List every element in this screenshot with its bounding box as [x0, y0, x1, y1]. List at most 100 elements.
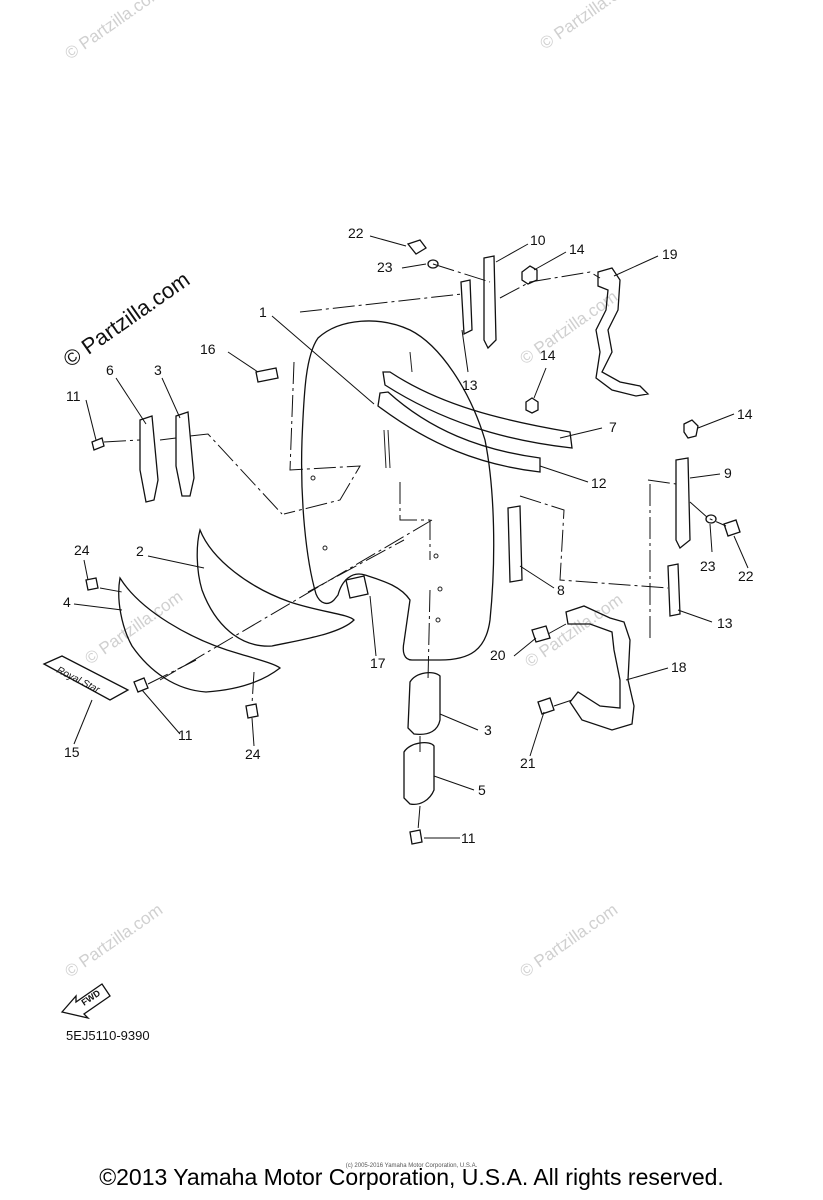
emblem-15: Royal Star [42, 655, 130, 701]
watermark-text: © Partzilla.com [61, 900, 166, 981]
stay-18 [565, 605, 635, 731]
assembly-line [647, 479, 677, 485]
callout-23: 23 [700, 558, 716, 574]
bracket-13-upper [460, 279, 473, 336]
callout-6: 6 [106, 362, 114, 378]
callout-2: 2 [136, 543, 144, 559]
screw-24-upper [85, 577, 99, 591]
assembly-line [299, 293, 463, 313]
plate-3-left [175, 411, 195, 497]
windshield-slot [409, 351, 413, 373]
screw-11-lower [133, 677, 149, 693]
bolt-21 [537, 697, 555, 715]
watermark-main: © Partzilla.com [59, 267, 195, 373]
callout-15: 15 [64, 744, 80, 760]
watermark-group: © Partzilla.com © Partzilla.com © Partzi… [61, 0, 641, 981]
assembly-line [159, 437, 177, 441]
callout-13: 13 [717, 615, 733, 631]
fwd-arrow-icon: FWD [60, 983, 111, 1020]
bracket-10 [483, 255, 497, 350]
windshield-hole [433, 553, 439, 559]
callout-11: 11 [66, 388, 81, 404]
screw-11-left [91, 437, 105, 451]
plate-5 [403, 741, 435, 806]
watermark-text: © Partzilla.com [536, 0, 641, 53]
tiny-notice: (c) 2005-2016 Yamaha Motor Corporation, … [345, 1163, 478, 1169]
sticker-16 [255, 367, 279, 383]
callout-18: 18 [671, 659, 687, 675]
callout-3: 3 [154, 362, 162, 378]
emblem-text: Royal Star [55, 665, 102, 696]
nut-14-upper [521, 265, 538, 285]
callout-20: 20 [490, 647, 506, 663]
callout-9: 9 [724, 465, 732, 481]
windshield-part [300, 320, 495, 661]
washer-23-upper [427, 259, 439, 269]
screw-11-bottom [409, 829, 423, 845]
piece-17 [345, 575, 369, 599]
watermark-text: © Partzilla.com [61, 0, 166, 63]
callout-1: 1 [259, 304, 267, 320]
windshield-slot [383, 429, 391, 469]
assembly-line [417, 805, 421, 831]
cowl-2 [196, 527, 355, 647]
watermark-text: © Partzilla.com [516, 900, 621, 981]
bolt-22-upper [406, 239, 427, 255]
assembly-line [251, 671, 255, 705]
cowl-4 [118, 576, 282, 693]
assembly-line [519, 495, 669, 589]
callout-14: 14 [540, 347, 556, 363]
fwd-label: FWD [80, 988, 103, 1008]
screw-24-lower [245, 703, 259, 719]
callout-3: 3 [484, 722, 492, 738]
assembly-line [147, 659, 197, 685]
stay-19 [595, 267, 650, 397]
callout-16: 16 [200, 341, 216, 357]
copyright-notice: ©2013 Yamaha Motor Corporation, U.S.A. A… [99, 1164, 724, 1190]
watermark-text: © Partzilla.com [516, 287, 621, 368]
callout-24: 24 [74, 542, 90, 558]
assembly-line [307, 539, 405, 593]
bolt-22-right [723, 519, 741, 537]
diagram-code: 5EJ5110-9390 [66, 1028, 150, 1043]
assembly-line [427, 589, 431, 681]
assembly-line [689, 501, 727, 527]
bracket-bar-7 [382, 371, 573, 449]
washer-23-right [705, 514, 717, 524]
callout-19: 19 [662, 246, 678, 262]
callout-10: 10 [530, 232, 546, 248]
windshield-hole [322, 545, 328, 551]
callout-22: 22 [348, 225, 364, 241]
callout-13: 13 [462, 377, 478, 393]
assembly-line [499, 271, 601, 299]
callout-22: 22 [738, 568, 754, 584]
callout-labels: 1 2 3 3 4 5 6 7 8 9 10 11 11 11 12 13 13… [63, 225, 754, 846]
watermark-text: © Partzilla.com [81, 587, 186, 668]
assembly-line [399, 482, 431, 560]
callout-12: 12 [591, 475, 607, 491]
assembly-line [283, 361, 361, 515]
plate-6 [139, 415, 159, 503]
windshield-hole [435, 617, 441, 623]
assembly-line [553, 699, 573, 707]
callout-24: 24 [245, 746, 261, 762]
bracket-bar-12 [377, 391, 541, 473]
nut-14-middle [525, 397, 539, 414]
plate-3-lower [407, 671, 441, 736]
assembly-line [159, 519, 433, 681]
callout-11: 11 [178, 727, 193, 743]
assembly-line [103, 439, 141, 443]
windshield-hole [310, 475, 316, 481]
nut-14-right [683, 419, 699, 439]
assembly-line [432, 263, 491, 283]
bolt-20 [531, 625, 551, 643]
callout-14: 14 [569, 241, 585, 257]
callout-23: 23 [377, 259, 393, 275]
callout-7: 7 [609, 419, 617, 435]
bracket-13-lower [667, 563, 681, 617]
callout-5: 5 [478, 782, 486, 798]
assembly-line [189, 433, 283, 515]
callout-14: 14 [737, 406, 753, 422]
assembly-line [547, 623, 567, 635]
